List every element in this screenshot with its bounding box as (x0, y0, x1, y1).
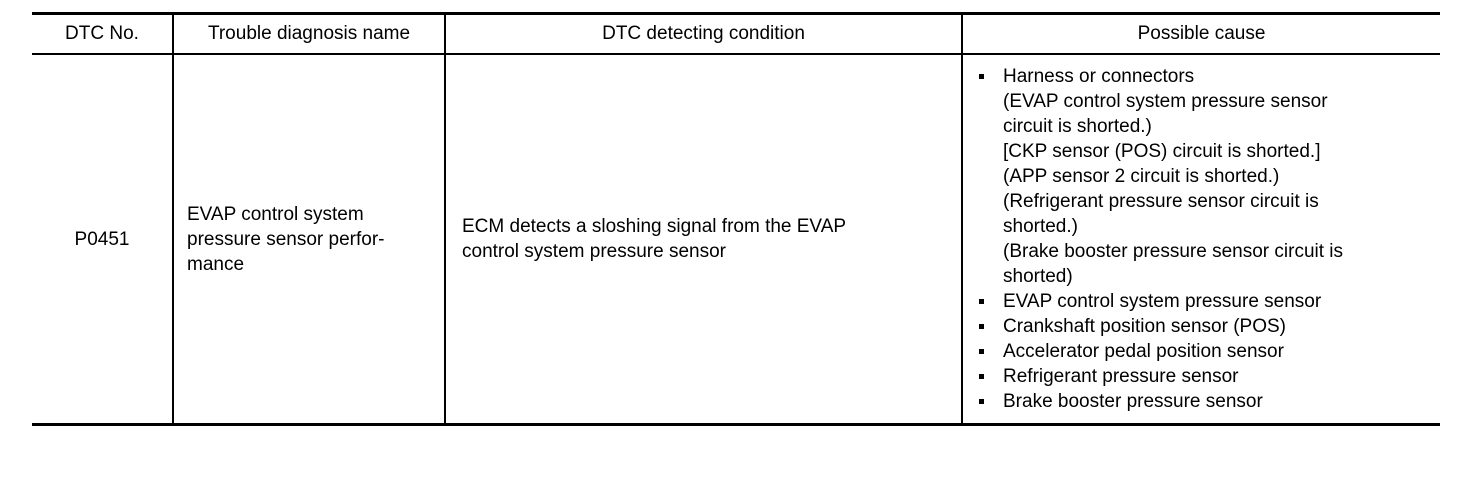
trouble-diagnosis-name-line: mance (187, 253, 245, 275)
table-header-row: DTC No. Trouble diagnosis name DTC detec… (32, 13, 1440, 55)
possible-cause-line: Brake booster pressure sensor (1003, 391, 1263, 412)
list-item: EVAP control system pressure sensor (975, 289, 1434, 314)
cell-dtc-no: P0451 (32, 54, 173, 425)
cell-trouble-diagnosis-name: EVAP control system pressure sensor perf… (172, 54, 445, 425)
possible-cause-line: Harness or connectors (1003, 66, 1195, 87)
possible-cause-line: (APP sensor 2 circuit is shorted.) (1003, 166, 1280, 187)
possible-cause-line: Refrigerant pressure sensor (1003, 366, 1239, 387)
possible-cause-line: [CKP sensor (POS) circuit is shorted.] (1003, 141, 1321, 162)
possible-cause-line: shorted.) (1003, 216, 1078, 237)
list-item: Brake booster pressure sensor (975, 389, 1434, 414)
column-header-dtc-no: DTC No. (32, 13, 173, 55)
bullet-square-icon (979, 399, 984, 404)
possible-cause-line: Accelerator pedal position sensor (1003, 341, 1284, 362)
list-item: Harness or connectors (EVAP control syst… (975, 64, 1434, 289)
possible-cause-line: Crankshaft position sensor (POS) (1003, 316, 1287, 337)
list-item: Refrigerant pressure sensor (975, 364, 1434, 389)
cell-possible-cause: Harness or connectors (EVAP control syst… (961, 54, 1440, 425)
bullet-square-icon (979, 74, 984, 79)
dtc-detecting-condition-line: control system pressure sensor (462, 241, 726, 262)
bullet-square-icon (979, 299, 984, 304)
possible-cause-line: (Brake booster pressure sensor circuit i… (1003, 241, 1344, 262)
dtc-detecting-condition-line: ECM detects a sloshing signal from the E… (462, 216, 847, 237)
bullet-square-icon (979, 349, 984, 354)
bullet-square-icon (979, 374, 984, 379)
possible-cause-line: (EVAP control system pressure sensor (1003, 91, 1328, 112)
list-item: Crankshaft position sensor (POS) (975, 314, 1434, 339)
trouble-diagnosis-name-line: pressure sensor perfor- (187, 228, 385, 250)
table-header: DTC No. Trouble diagnosis name DTC detec… (32, 13, 1440, 55)
column-header-trouble-diagnosis-name: Trouble diagnosis name (172, 13, 445, 55)
bullet-square-icon (979, 324, 984, 329)
list-item: Accelerator pedal position sensor (975, 339, 1434, 364)
possible-cause-line: EVAP control system pressure sensor (1003, 291, 1322, 312)
trouble-diagnosis-name-line: EVAP control system (187, 203, 364, 225)
dtc-troubleshooting-table: DTC No. Trouble diagnosis name DTC detec… (32, 12, 1440, 426)
table-row: P0451 EVAP control system pressure senso… (32, 54, 1440, 425)
possible-cause-line: circuit is shorted.) (1003, 116, 1152, 137)
column-header-dtc-detecting-condition: DTC detecting condition (444, 13, 962, 55)
table-body: P0451 EVAP control system pressure senso… (32, 54, 1440, 425)
cell-dtc-detecting-condition: ECM detects a sloshing signal from the E… (444, 54, 962, 425)
column-header-possible-cause: Possible cause (961, 13, 1440, 55)
possible-cause-line: (Refrigerant pressure sensor circuit is (1003, 191, 1319, 212)
possible-cause-list: Harness or connectors (EVAP control syst… (975, 64, 1434, 414)
possible-cause-line: shorted) (1003, 266, 1073, 287)
